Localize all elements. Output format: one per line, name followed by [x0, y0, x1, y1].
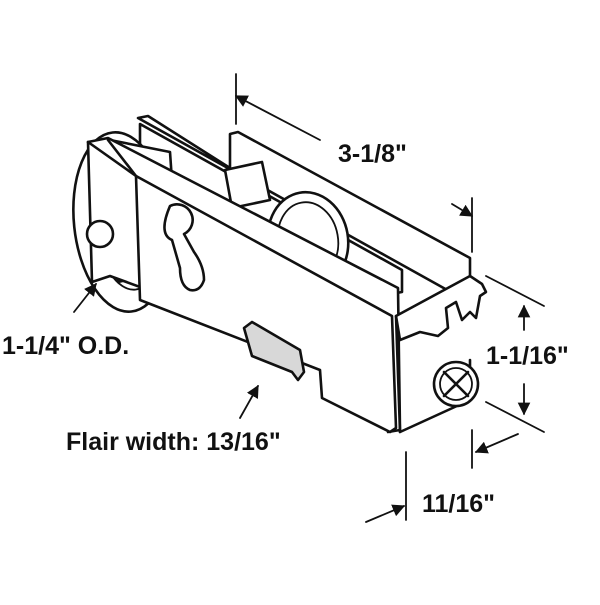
- wheel-od-label: 1-1/4" O.D.: [2, 332, 129, 360]
- axle: [223, 160, 272, 210]
- height-label: 1-1/16": [486, 342, 569, 370]
- length-label: 3-1/8": [338, 140, 407, 168]
- roller-assembly: [72, 114, 488, 434]
- flair-width-label: Flair width: 13/16": [66, 428, 281, 456]
- front-box-face: [134, 174, 398, 434]
- callout-flair-width: Flair width: 13/16": [66, 384, 281, 456]
- box-end-profile: [394, 274, 488, 342]
- flair-tab: [242, 320, 306, 382]
- keyhole-slot-right: [163, 203, 206, 292]
- dimension-width: 11/16": [365, 429, 519, 523]
- callout-wheel-od: 1-1/4" O.D.: [2, 283, 129, 360]
- width-label: 11/16": [422, 490, 495, 518]
- keyhole-slot-left: [85, 219, 115, 249]
- dimension-height: 1-1/16": [485, 275, 569, 433]
- dimension-length: 3-1/8": [234, 73, 474, 253]
- adjusting-screw: [432, 360, 480, 408]
